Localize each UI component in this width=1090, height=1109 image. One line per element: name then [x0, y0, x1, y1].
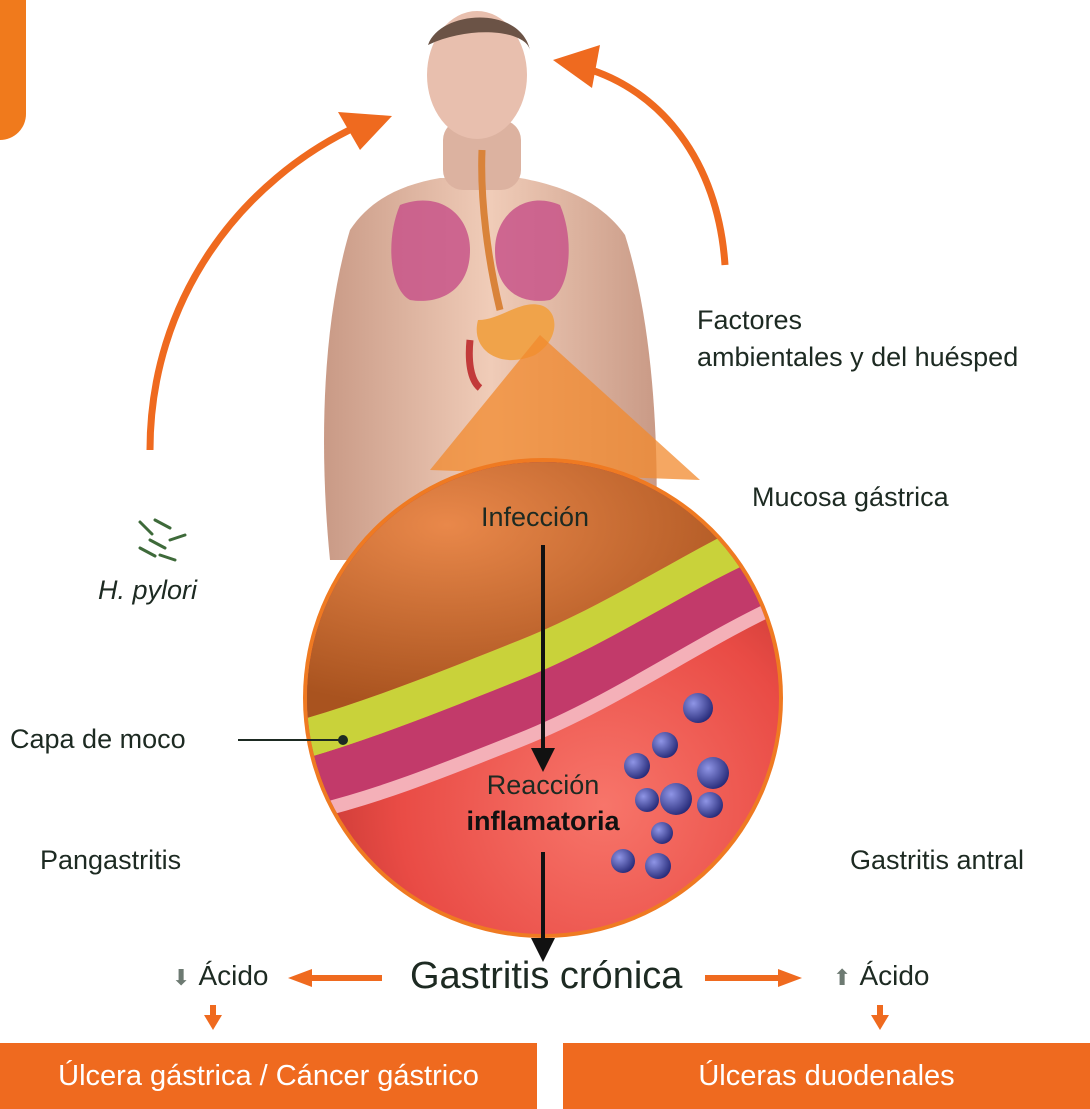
- arrow-down-right: [871, 1005, 889, 1030]
- low-acid-label: Ácido: [198, 960, 268, 991]
- infection-label: Infección: [481, 500, 589, 534]
- arrow-to-low-acid: [288, 969, 382, 987]
- low-acid-indicator: ⬇ Ácido: [172, 960, 268, 992]
- factores-label-line2: ambientales y del huésped: [697, 340, 1018, 374]
- h-pylori-bacteria-icon: [140, 520, 185, 560]
- outcome-band-right: Úlceras duodenales: [563, 1043, 1090, 1109]
- reaction-label: Reacción: [443, 770, 643, 801]
- h-pylori-label: H. pylori: [98, 573, 197, 607]
- mucus-layer-label: Capa de moco: [10, 722, 186, 756]
- arrow-up-icon: ⬆: [833, 965, 851, 990]
- gastritis-antral-label: Gastritis antral: [850, 843, 1024, 877]
- pangastritis-label: Pangastritis: [40, 843, 181, 877]
- outcome-band-left: Úlcera gástrica / Cáncer gástrico: [0, 1043, 537, 1109]
- arrow-to-high-acid: [705, 969, 802, 987]
- chronic-gastritis-label: Gastritis crónica: [410, 955, 682, 998]
- arrow-down-left: [204, 1005, 222, 1030]
- inflammatory-label: inflamatoria: [443, 806, 643, 837]
- arrow-down-icon: ⬇: [172, 965, 190, 990]
- mucosa-label: Mucosa gástrica: [752, 480, 949, 514]
- outcome-left-label: Úlcera gástrica / Cáncer gástrico: [58, 1060, 479, 1093]
- outcome-right-label: Úlceras duodenales: [698, 1060, 954, 1093]
- high-acid-indicator: ⬆ Ácido: [833, 960, 929, 992]
- factores-label-line1: Factores: [697, 303, 802, 337]
- high-acid-label: Ácido: [859, 960, 929, 991]
